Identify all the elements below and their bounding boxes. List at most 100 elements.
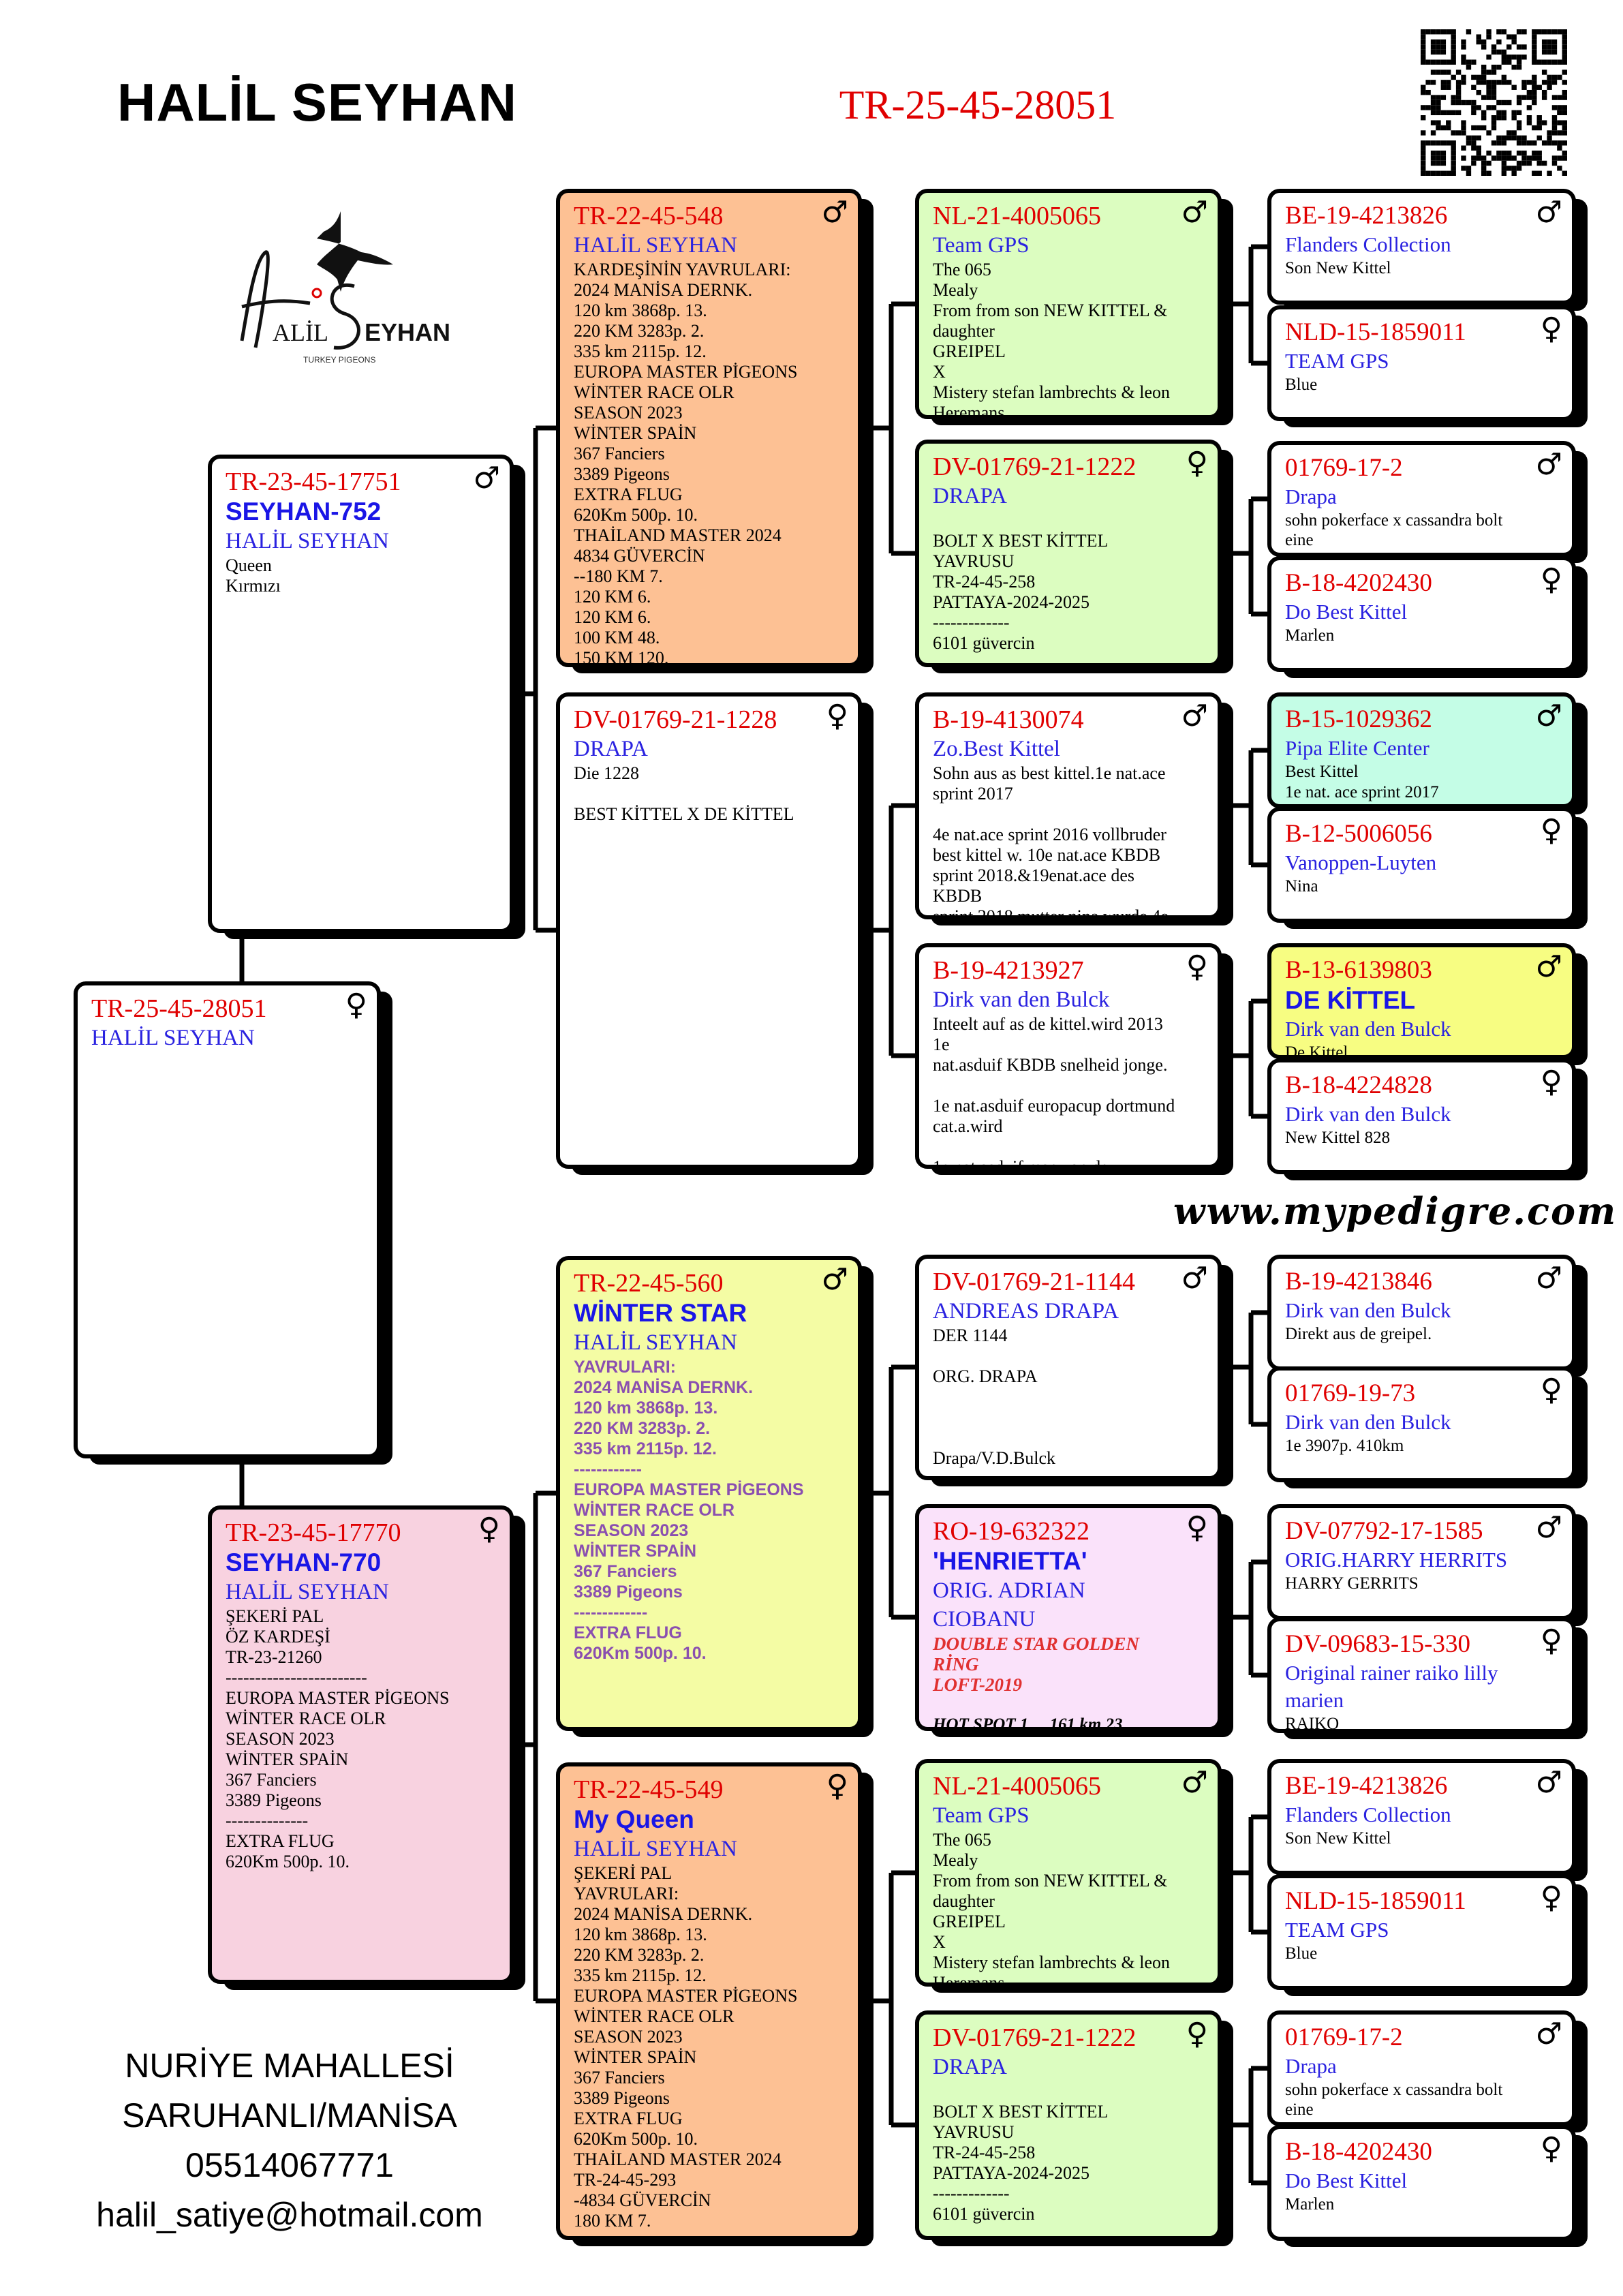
owner-name: DRAPA (933, 2055, 1007, 2079)
info-line: Mealy (933, 280, 978, 300)
info-line: Marlen (1285, 626, 1335, 645)
info-line: ŞEKERİ PAL (574, 1863, 673, 1883)
ring-number: NL-21-4005065 (933, 202, 1101, 230)
male-symbol-icon: ♂ (1535, 1510, 1562, 1545)
info-line: SEASON 2023 (574, 2027, 683, 2047)
info-line: 335 km 2115p. 12. (574, 341, 707, 361)
owner-name: Flanders Collection (1285, 1803, 1451, 1826)
info-line: 6101 güvercin (933, 2204, 1035, 2224)
info-line: From from son NEW KITTEL & (933, 1871, 1168, 1891)
pigeon-name: My Queen (574, 1805, 694, 1833)
info-line: nat.asduif KBDB snelheid jonge. (933, 1055, 1168, 1075)
info-line: Son New Kittel (1285, 259, 1391, 277)
info-line: Sohn aus as best kittel.1e nat.ace (933, 763, 1166, 783)
qr-code-icon[interactable] (1421, 29, 1567, 176)
info-line: WİNTER RACE OLR (226, 1709, 386, 1728)
info-line: sprint 2017 (933, 784, 1013, 803)
info-line: Queen (226, 555, 272, 575)
info-line: 367 Fanciers (574, 1562, 677, 1581)
info-line: 220 KM 3283p. 2. (574, 321, 705, 341)
info-line: 2024 MANİSA DERNK. (574, 1904, 753, 1924)
email-address[interactable]: halil_satiye@hotmail.com (96, 2196, 483, 2234)
ring-number: TR-23-45-17751 (226, 468, 401, 496)
info-line: 3389 Pigeons (226, 1790, 322, 1810)
award-line: LOFT-2019 (933, 1674, 1023, 1695)
ring-number: B-18-4202430 (1285, 2138, 1432, 2166)
info-line (933, 1137, 1177, 1157)
info-line: ORG. DRAPA (933, 1366, 1038, 1386)
phone-number[interactable]: 05514067771 (185, 2146, 394, 2184)
male-symbol-icon: ♂ (473, 461, 500, 495)
info-line: -------------- (226, 1811, 309, 1831)
info-line: 620Km 500p. 10. (226, 1852, 350, 1871)
info-line: BEST KİTTEL X DE KİTTEL (574, 804, 794, 824)
info-line: WİNTER SPAİN (574, 1542, 697, 1561)
award-line: DOUBLE STAR GOLDEN RİNG (933, 1634, 1140, 1674)
male-symbol-icon: ♂ (1535, 949, 1562, 984)
male-symbol-icon: ♂ (821, 1262, 848, 1297)
info-line: 620Km 500p. 10. (574, 2129, 698, 2149)
owner-name: Dirk van den Bulck (1285, 1102, 1451, 1126)
info-line: 120 km 3868p. 13. (574, 1925, 707, 1944)
info-line: Blue (1285, 1944, 1318, 1963)
info-line: 220 KM 3283p. 2. (574, 1945, 705, 1965)
race-result-line: HOT SPOT 1. 161 km 23. (933, 1715, 1127, 1731)
ring-number: DV-01769-21-1144 (933, 1268, 1135, 1296)
info-line: PATTAYA-2024-2025 (933, 592, 1090, 612)
female-symbol-icon: ♀ (1540, 562, 1562, 597)
address-line-1: NURİYE MAHALLESİ (125, 2047, 454, 2085)
owner-name: TEAM GPS (1285, 1918, 1389, 1942)
owner-name: Team GPS (933, 233, 1030, 258)
info-line: THAİLAND MASTER 2024 (574, 525, 782, 545)
info-line: EUROPA MASTER PİGEONS (574, 1480, 804, 1499)
info-line: ------------- (933, 613, 1010, 632)
info-line: 3389 Pigeons (574, 2088, 670, 2108)
info-line: SEASON 2023 (574, 403, 683, 423)
info-line: X (933, 362, 946, 382)
race-result-line (933, 1695, 1177, 1715)
female-symbol-icon: ♀ (1540, 813, 1562, 848)
info-line: YAVRULARI: (574, 1884, 679, 1903)
info-line: der besten jungtauben der welt 6x1e (1285, 550, 1531, 553)
owner-name: Original rainer raiko lilly marien (1285, 1661, 1498, 1712)
ring-number: BE-19-4213826 (1285, 1772, 1448, 1800)
website-link[interactable]: www.mypedigre.com (1173, 1189, 1618, 1233)
info-line: 4834 GÜVERCİN (574, 546, 705, 566)
ring-number: NLD-15-1859011 (1285, 1887, 1466, 1915)
pedigree-card[interactable]: ♀RO-19-632322'HENRIETTA'ORIG. ADRIAN CIO… (915, 1504, 1222, 1731)
info-line (574, 784, 817, 804)
info-line: YAVRUSU (933, 551, 1015, 571)
info-line: ------------ (574, 1460, 642, 1479)
male-symbol-icon: ♂ (1535, 699, 1562, 733)
